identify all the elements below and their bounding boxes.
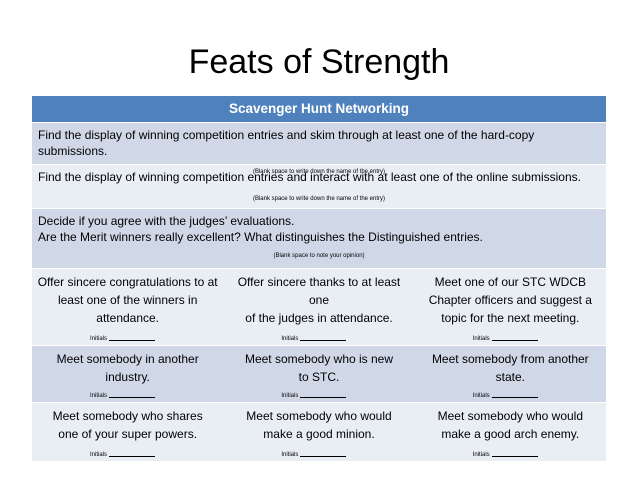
task-cell-another-industry: Meet somebody in another industry. Initi…	[32, 346, 223, 402]
task-text-line-1: Decide if you agree with the judges’ eva…	[38, 214, 295, 228]
initials-blank-line	[300, 340, 347, 341]
initials-blank-line	[300, 456, 347, 457]
initials-field: Initials	[473, 451, 538, 459]
task-line: Meet somebody who is new	[244, 352, 394, 366]
task-line: attendance.	[96, 311, 160, 325]
task-row-hardcopy: Find the display of winning competition …	[32, 122, 606, 175]
initials-label: Initials	[472, 336, 490, 342]
initials-label: Initials	[90, 452, 108, 458]
task-line: make a good arch enemy.	[441, 427, 580, 441]
task-cell-arch-enemy: Meet somebody who would make a good arch…	[415, 403, 606, 461]
blank-space-note: (Blank space to note your opinion)	[273, 253, 365, 259]
blank-space-note: (Blank space to write down the name of t…	[252, 196, 386, 202]
task-line: Meet somebody from another	[431, 352, 589, 366]
task-line: state.	[495, 370, 525, 384]
initials-field: Initials	[473, 335, 538, 343]
task-line: Meet somebody who would	[437, 409, 584, 423]
task-row-evaluations: Decide if you agree with the judges’ eva…	[32, 208, 606, 268]
initials-field: Initials	[90, 451, 156, 459]
initials-blank-line	[491, 340, 538, 341]
task-text-line-2: Are the Merit winners really excellent? …	[38, 230, 483, 244]
initials-field: Initials	[281, 451, 347, 459]
initials-blank-line	[491, 456, 538, 457]
initials-label: Initials	[472, 452, 490, 458]
grid-row: Offer sincere congratulations to at leas…	[32, 268, 606, 345]
initials-blank-line	[109, 456, 156, 457]
initials-field: Initials	[90, 335, 156, 343]
initials-blank-line	[109, 340, 156, 341]
initials-label: Initials	[281, 393, 299, 399]
grid-row: Meet somebody who shares one of your sup…	[32, 402, 606, 461]
task-cell-another-state: Meet somebody from another state. Initia…	[415, 346, 606, 402]
task-row-online: Find the display of winning competition …	[32, 164, 606, 208]
task-line: of the judges in attendance.	[245, 311, 393, 325]
task-line: Meet somebody in another	[56, 352, 199, 366]
initials-field: Initials	[473, 392, 538, 400]
task-cell-good-minion: Meet somebody who would make a good mini…	[223, 403, 414, 461]
task-line: topic for the next meeting.	[441, 311, 580, 325]
initials-field: Initials	[281, 335, 347, 343]
task-line: Meet somebody who would	[246, 409, 392, 423]
task-line: industry.	[105, 370, 150, 384]
task-line: least one of the winners in	[57, 293, 198, 307]
task-line: Chapter officers and suggest a	[428, 293, 592, 307]
task-cell-congratulations: Offer sincere congratulations to at leas…	[32, 269, 223, 345]
task-text: Find the display of winning competition …	[38, 170, 581, 184]
blank-space-note: (Blank space to write down the name of t…	[252, 169, 386, 175]
task-line: to STC.	[298, 370, 340, 384]
initials-blank-line	[491, 397, 538, 398]
table-header: Scavenger Hunt Networking	[32, 96, 606, 122]
task-line: Meet somebody who shares	[52, 409, 203, 423]
task-cell-thanks-judges: Offer sincere thanks to at least one of …	[223, 269, 414, 345]
initials-label: Initials	[281, 452, 299, 458]
initials-blank-line	[109, 397, 156, 398]
task-line: Offer sincere thanks to at least one	[237, 275, 401, 307]
initials-label: Initials	[90, 393, 108, 399]
initials-label: Initials	[90, 336, 108, 342]
task-line: one of your super powers.	[58, 427, 198, 441]
initials-label: Initials	[472, 393, 490, 399]
initials-field: Initials	[281, 392, 347, 400]
task-line: make a good minion.	[263, 427, 375, 441]
initials-blank-line	[300, 397, 347, 398]
grid-row: Meet somebody in another industry. Initi…	[32, 345, 606, 402]
task-cell-new-to-stc: Meet somebody who is new to STC. Initial…	[223, 346, 414, 402]
initials-field: Initials	[90, 392, 156, 400]
scavenger-hunt-table: Scavenger Hunt Networking Find the displ…	[32, 96, 606, 461]
task-line: Meet one of our STC WDCB	[434, 275, 587, 289]
initials-label: Initials	[281, 336, 299, 342]
slide-title: Feats of Strength	[188, 43, 450, 81]
task-text: Find the display of winning competition …	[38, 128, 535, 158]
task-cell-meet-officer: Meet one of our STC WDCB Chapter officer…	[415, 269, 606, 345]
task-cell-super-powers: Meet somebody who shares one of your sup…	[32, 403, 223, 461]
task-line: Offer sincere congratulations to at	[37, 275, 218, 289]
